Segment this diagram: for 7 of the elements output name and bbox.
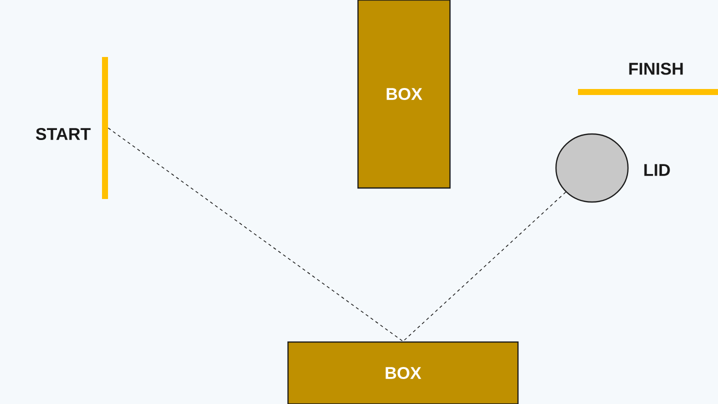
bar-label: FINISH	[629, 62, 683, 75]
box: BOX	[287, 341, 519, 404]
box: BOX	[357, 0, 451, 189]
circle-label: LID	[644, 164, 670, 176]
dashed-line	[402, 192, 566, 342]
dashed-line	[108, 128, 404, 342]
bar-label: START	[36, 128, 91, 140]
